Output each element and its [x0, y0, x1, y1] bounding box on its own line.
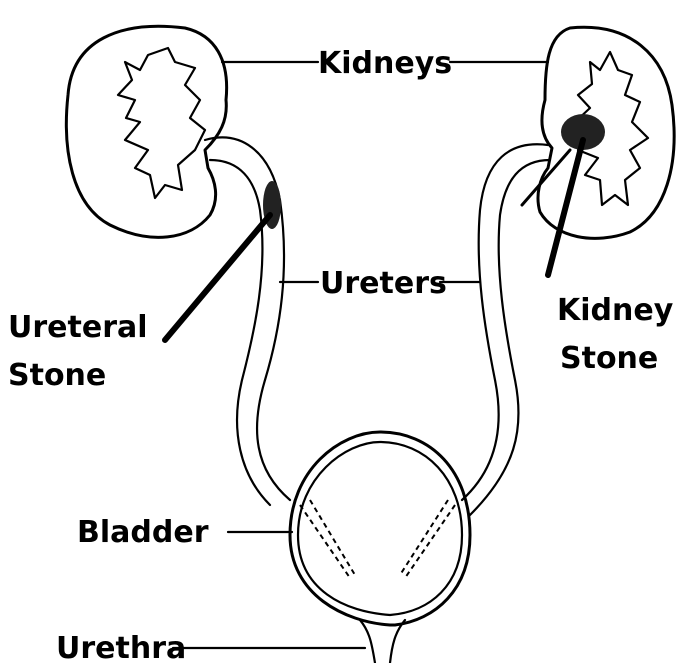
left-ureter-bladder-entry-2	[310, 500, 355, 575]
ureteral-stone-label-line1: Ureteral	[8, 310, 148, 345]
urethra-tube	[360, 620, 405, 663]
kidneys-label: Kidneys	[318, 46, 452, 81]
kidney-stone-label-line1: Kidney	[557, 293, 674, 328]
urethra-label: Urethra	[56, 631, 186, 663]
ureteral-stone-label-line2: Stone	[8, 358, 106, 393]
bladder-inner	[298, 442, 462, 615]
right-ureter-inner	[470, 160, 550, 515]
right-ureter-bladder-entry-2	[400, 500, 448, 575]
kidney-stone-pointer-2	[522, 150, 570, 205]
kidney-stone-label-line2: Stone	[560, 341, 658, 376]
left-renal-pelvis	[118, 48, 205, 198]
ureters-label: Ureters	[320, 266, 447, 301]
right-ureter-bladder-entry	[405, 505, 455, 578]
kidney-stone-pointer	[548, 140, 583, 275]
left-ureter-bladder-entry	[300, 505, 350, 578]
bladder-label: Bladder	[77, 515, 209, 550]
